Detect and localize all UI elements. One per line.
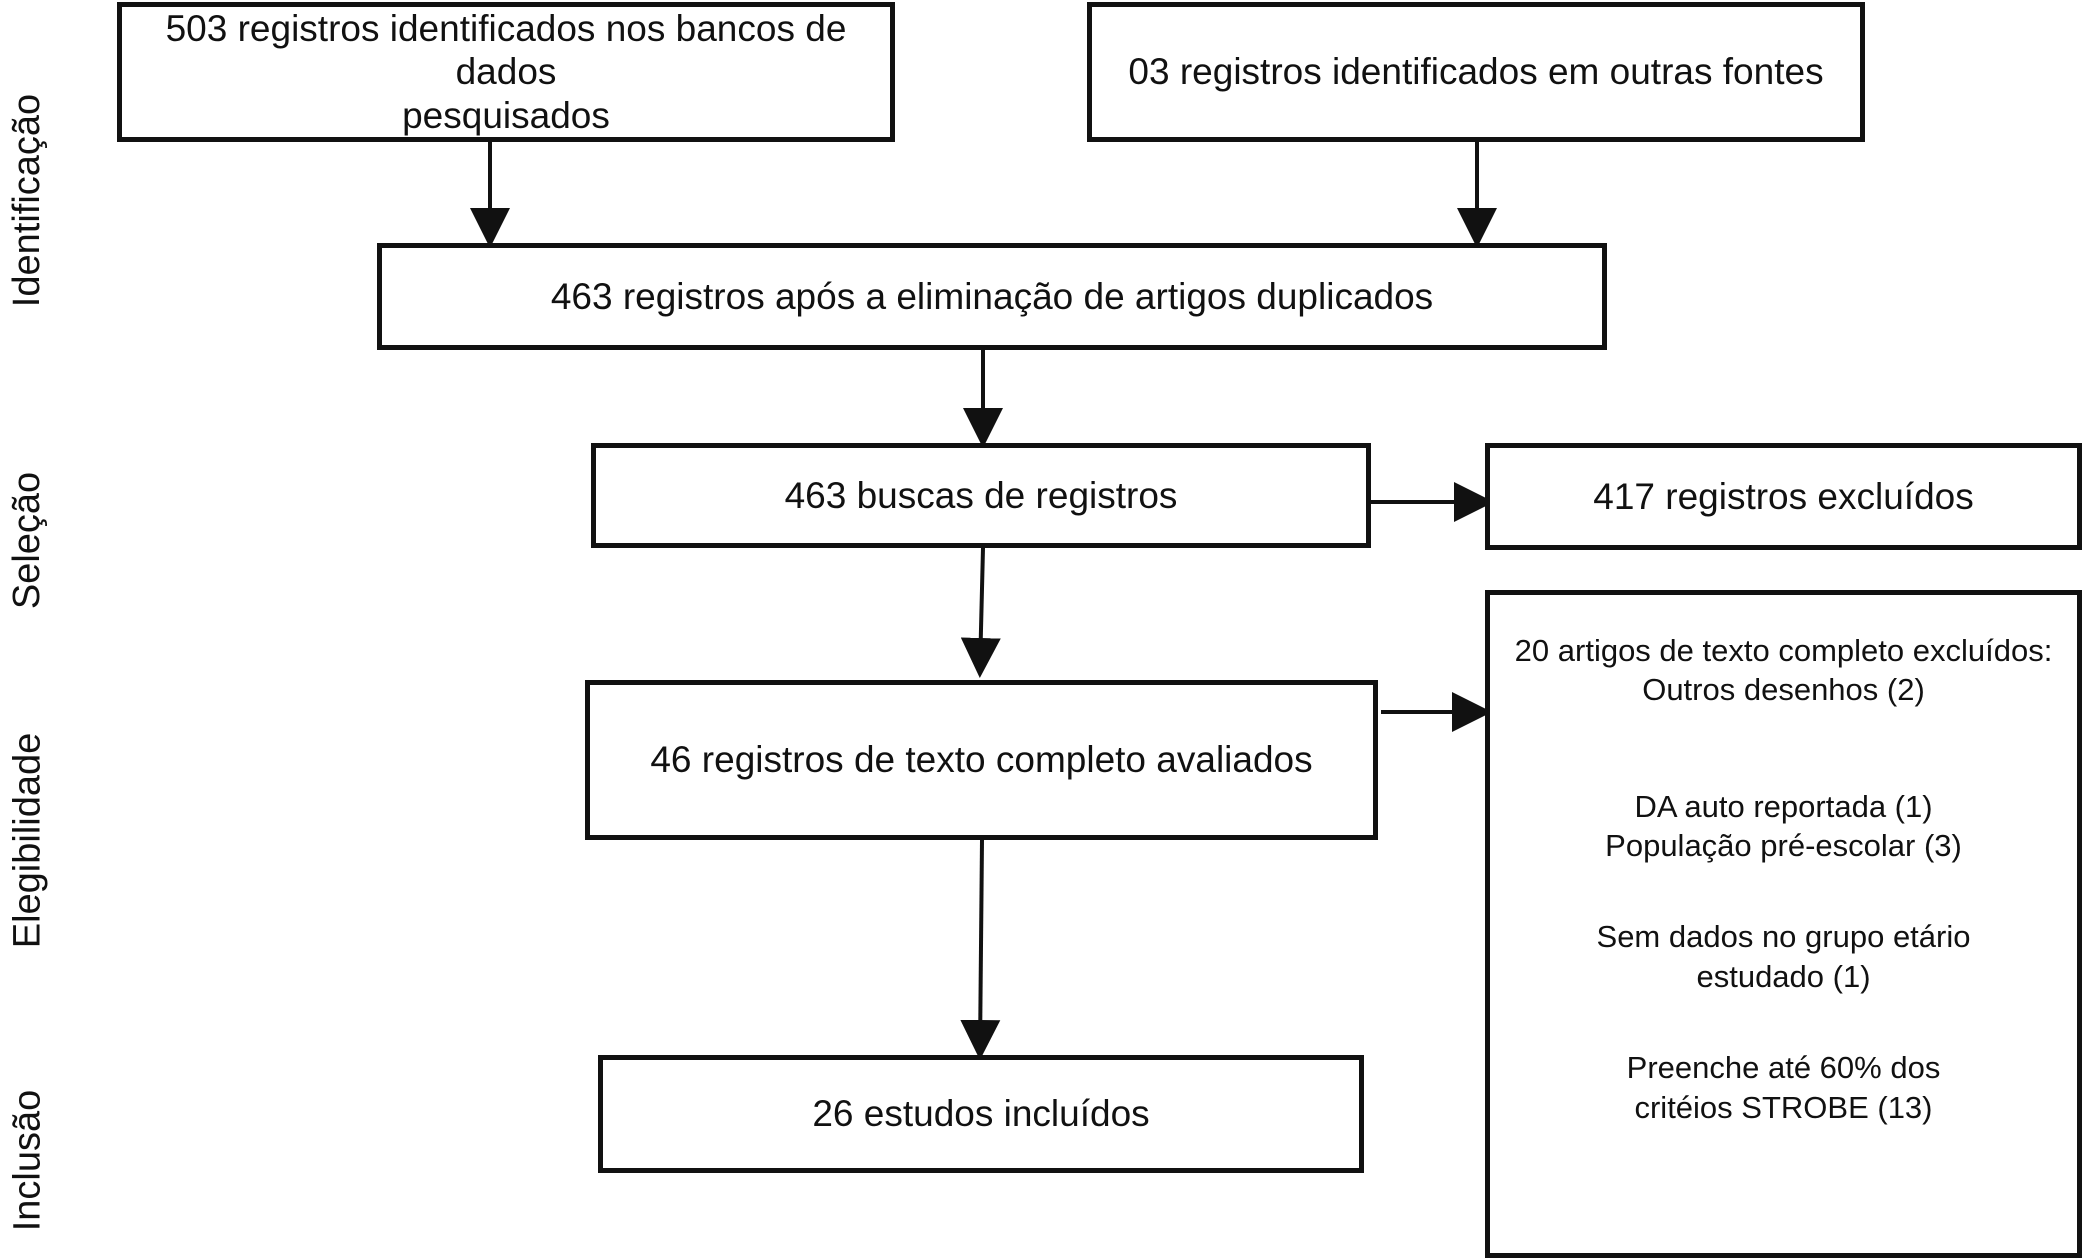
reason-da-auto-reportada: DA auto reportada (1) [1634, 788, 1933, 824]
exclusion-reasons-group-2: Sem dados no grupo etário estudado (1) [1597, 917, 1971, 996]
box-after-duplicates: 463 registros após a eliminação de artig… [377, 243, 1607, 350]
reason-strobe-line2: critéios STROBE (13) [1634, 1089, 1933, 1125]
reason-sem-dados-line1: Sem dados no grupo etário [1596, 919, 1971, 955]
arrow-screened-to-fulltext [960, 547, 1001, 678]
included-text: 26 estudos incluídos [812, 1093, 1150, 1135]
reason-sem-dados-line2: estudado (1) [1696, 958, 1871, 994]
after-duplicates-text: 463 registros após a eliminação de artig… [550, 275, 1434, 317]
other-sources-text: 03 registros identificados em outras fon… [1128, 51, 1824, 93]
box-excluded: 417 registros excluídos [1485, 443, 2082, 550]
box-included: 26 estudos incluídos [598, 1055, 1364, 1173]
box-other-sources: 03 registros identificados em outras fon… [1087, 2, 1865, 142]
exclusion-reasons-group-3: Preenche até 60% dos critéios STROBE (13… [1627, 1048, 1941, 1127]
exclusion-reasons-group-1: DA auto reportada (1) População pré-esco… [1605, 787, 1962, 866]
box-fulltext-assessed: 46 registros de texto completo avaliados [585, 680, 1378, 840]
fulltext-excluded-title: 20 artigos de texto completo excluídos: [1514, 633, 2053, 668]
box-database-records: 503 registros identificados nos bancos d… [117, 2, 895, 142]
excluded-text: 417 registros excluídos [1593, 475, 1974, 517]
database-records-line2: pesquisados [402, 94, 610, 136]
fulltext-excluded-header: 20 artigos de texto completo excluídos: … [1515, 631, 2053, 710]
reason-populacao-pre-escolar: População pré-escolar (3) [1605, 828, 1962, 864]
screened-text: 463 buscas de registros [784, 474, 1178, 516]
arrow-fulltext-to-included [960, 839, 1001, 1060]
reason-outros-desenhos: Outros desenhos (2) [1642, 672, 1925, 708]
box-fulltext-excluded: 20 artigos de texto completo excluídos: … [1485, 590, 2082, 1258]
fulltext-assessed-text: 46 registros de texto completo avaliados [650, 739, 1313, 781]
database-records-line1: 503 registros identificados nos bancos d… [165, 7, 847, 93]
box-screened: 463 buscas de registros [591, 443, 1371, 548]
reason-strobe-line1: Preenche até 60% dos [1626, 1050, 1941, 1086]
